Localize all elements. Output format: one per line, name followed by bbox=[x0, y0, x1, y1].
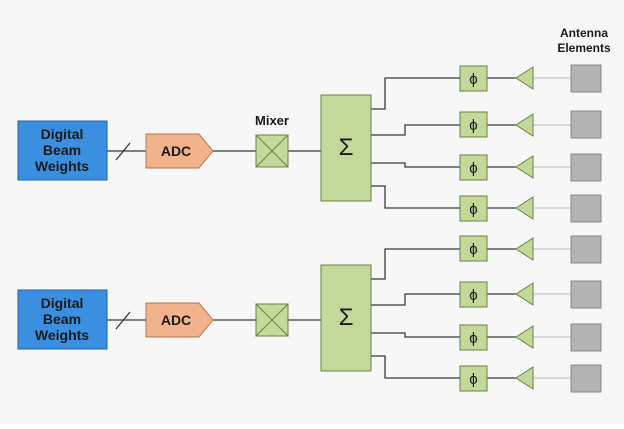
dbw-2-line3: Weights bbox=[35, 327, 89, 343]
amplifier-1-3 bbox=[515, 155, 534, 179]
amplifier-2-3 bbox=[515, 325, 534, 349]
antenna-element-2-2 bbox=[570, 280, 602, 309]
phase-shifter-2-4: ϕ bbox=[459, 365, 488, 392]
phase-shifter-1-4: ϕ bbox=[459, 195, 488, 222]
antenna-element-2-3 bbox=[570, 323, 602, 352]
chain-2-wires bbox=[107, 248, 516, 379]
svg-text:ϕ: ϕ bbox=[469, 287, 477, 304]
svg-text:ϕ: ϕ bbox=[469, 241, 477, 258]
chain-2: Digital Beam Weights ADC Σ ϕ ϕ ϕ ϕ bbox=[17, 235, 602, 393]
amplifier-1-2 bbox=[515, 113, 534, 137]
amplifier-2-4 bbox=[515, 366, 534, 390]
phase-shifter-1-3: ϕ bbox=[459, 154, 488, 181]
amplifier-2-2 bbox=[515, 282, 534, 306]
antenna-element-2-1 bbox=[570, 235, 602, 264]
antenna-elements-label-line1: Antenna bbox=[560, 26, 608, 40]
adc-block-1 bbox=[145, 133, 214, 169]
svg-text:ϕ: ϕ bbox=[469, 201, 477, 218]
summer-block-2 bbox=[320, 264, 372, 372]
svg-text:ϕ: ϕ bbox=[469, 330, 477, 347]
summer-block-1 bbox=[320, 94, 372, 202]
adc-block-2 bbox=[145, 302, 214, 338]
svg-text:ϕ: ϕ bbox=[469, 71, 477, 88]
digital-beam-weights-block-1 bbox=[17, 120, 108, 181]
dbw-1-line3: Weights bbox=[35, 158, 89, 174]
phase-shifter-1-1: ϕ bbox=[459, 65, 488, 92]
mixer-1 bbox=[255, 134, 289, 168]
amplifier-1-1 bbox=[515, 66, 534, 90]
chain-2-antenna-wires bbox=[533, 248, 571, 379]
summer-2-symbol: Σ bbox=[339, 304, 354, 331]
digital-beam-weights-block-2 bbox=[17, 289, 108, 350]
mixer-label: Mixer bbox=[255, 113, 289, 128]
mixer-2 bbox=[255, 303, 289, 337]
antenna-element-1-1 bbox=[570, 64, 602, 93]
antenna-element-1-3 bbox=[570, 153, 602, 182]
svg-text:ϕ: ϕ bbox=[469, 117, 477, 134]
phase-shifter-1-2: ϕ bbox=[459, 111, 488, 138]
dbw-1-line1: Digital bbox=[41, 126, 84, 142]
svg-text:ϕ: ϕ bbox=[469, 371, 477, 388]
antenna-element-1-2 bbox=[570, 110, 602, 139]
phase-shifter-2-2: ϕ bbox=[459, 281, 488, 308]
antenna-element-1-4 bbox=[570, 194, 602, 223]
antenna-elements-label-line2: Elements bbox=[557, 41, 611, 55]
phase-shifter-2-1: ϕ bbox=[459, 235, 488, 262]
adc-2-label: ADC bbox=[161, 312, 191, 328]
svg-text:ϕ: ϕ bbox=[469, 160, 477, 177]
phase-shifter-2-3: ϕ bbox=[459, 324, 488, 351]
dbw-2-line1: Digital bbox=[41, 295, 84, 311]
chain-1-wires bbox=[107, 77, 516, 209]
chain-1: Digital Beam Weights ADC Σ ϕ ϕ ϕ bbox=[17, 64, 602, 223]
adc-1-label: ADC bbox=[161, 143, 191, 159]
dbw-2-line2: Beam bbox=[43, 311, 81, 327]
antenna-element-2-4 bbox=[570, 364, 602, 393]
chain-1-antenna-wires bbox=[533, 77, 571, 209]
summer-1-symbol: Σ bbox=[339, 134, 354, 161]
dbw-1-line2: Beam bbox=[43, 142, 81, 158]
amplifier-1-4 bbox=[515, 196, 534, 220]
amplifier-2-1 bbox=[515, 237, 534, 261]
